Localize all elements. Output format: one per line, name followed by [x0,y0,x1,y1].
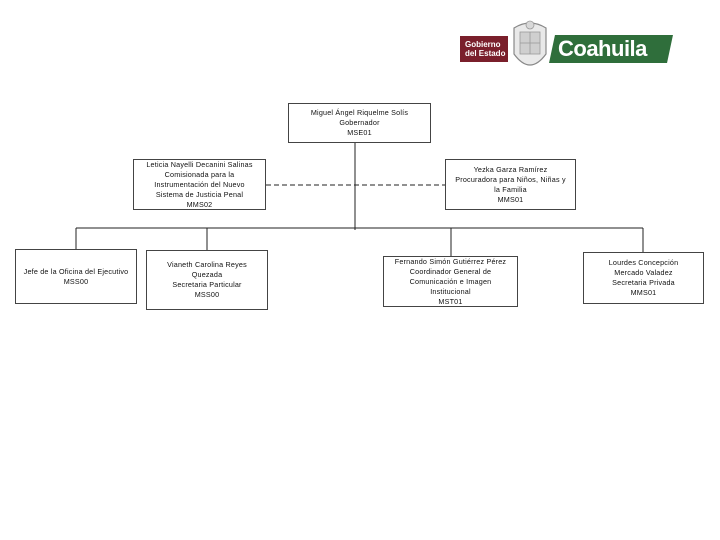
node-title: Comisionada para la Instrumentación del … [154,169,245,199]
node-name: Vianeth Carolina Reyes Quezada [167,260,247,279]
node-title: Gobernador [339,118,380,127]
node-code: MSE01 [347,128,372,137]
coat-of-arms-icon [513,20,547,66]
org-node-subordinate-4: Lourdes Concepción Mercado Valadez Secre… [583,252,704,304]
node-code: MSS00 [63,276,89,286]
government-logo: Gobierno del Estado Coahuila [458,18,673,80]
node-name: Yezka Garza Ramírez [473,164,548,174]
node-code: MMS01 [630,288,657,297]
node-title: Jefe de la Oficina del Ejecutivo [23,266,129,276]
badge-line-2: del Estado [465,49,506,58]
org-node-subordinate-1: Jefe de la Oficina del Ejecutivo MSS00 [15,249,137,304]
node-code: MSS00 [194,290,220,299]
org-node-governor: Miguel Ángel Riquelme Solís Gobernador M… [288,103,431,143]
node-title: Secretaria Privada [612,278,675,287]
org-node-staff-right: Yezka Garza Ramírez Procuradora para Niñ… [445,159,576,210]
badge-line-1: Gobierno [465,40,501,49]
org-node-subordinate-3: Fernando Simón Gutiérrez Pérez Coordinad… [383,256,518,307]
node-title: Procuradora para Niños, Niñas y la Famil… [455,174,566,194]
node-code: MMS01 [497,194,524,204]
node-name: Lourdes Concepción Mercado Valadez [608,258,679,277]
gobierno-badge: Gobierno del Estado [460,36,508,62]
node-name: Miguel Ángel Riquelme Solís [310,108,409,117]
node-code: MMS02 [186,199,213,209]
node-name: Leticia Nayelli Decanini Salinas [146,159,253,169]
org-node-staff-left: Leticia Nayelli Decanini Salinas Comisio… [133,159,266,210]
node-code: MST01 [438,296,463,306]
node-title: Coordinador General de Comunicación e Im… [409,266,492,296]
org-node-subordinate-2: Vianeth Carolina Reyes Quezada Secretari… [146,250,268,310]
node-name: Fernando Simón Gutiérrez Pérez [394,256,507,266]
node-title: Secretaria Particular [172,280,242,289]
